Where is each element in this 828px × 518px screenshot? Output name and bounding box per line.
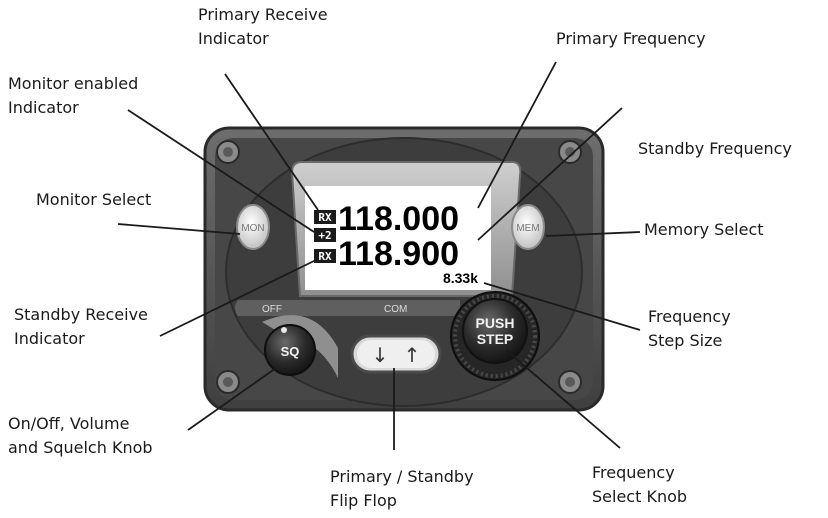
standby-receive-label: Standby Receive Indicator [14, 303, 148, 351]
flip-flop-button[interactable]: ↓ ↑ [350, 334, 442, 374]
mon-button[interactable]: MON [236, 204, 270, 250]
mem-button[interactable]: MEM [511, 204, 545, 250]
onoff-line2: and Squelch Knob [8, 438, 153, 457]
memory-select-line: Memory Select [644, 220, 764, 239]
leader-memory-select [545, 231, 641, 237]
leader-lines [117, 61, 641, 450]
monitor-text: +2 [318, 229, 331, 242]
leader-onoff-knob [187, 367, 277, 431]
freq-knob-line2: Select Knob [592, 487, 688, 506]
memory-select-label: Memory Select [644, 218, 764, 242]
leader-monitor-enabled [127, 109, 315, 233]
leader-step-size [483, 282, 641, 331]
flip-flop-line1: Primary / Standby [330, 467, 474, 486]
standby-frequency-line: Standby Frequency [638, 139, 792, 158]
primary-rx-badge [314, 210, 336, 224]
leader-primary-frequency [477, 61, 557, 209]
onoff-volume-squelch-label: On/Off, Volume and Squelch Knob [8, 412, 153, 460]
lower-panel-strip [235, 300, 460, 316]
leader-monitor-select [117, 223, 241, 235]
leader-primary-receive [224, 73, 319, 211]
corner-screw-icon [216, 140, 240, 164]
leader-standby-receive [159, 259, 317, 337]
sq-knob-label: SQ [281, 344, 300, 359]
sq-knob[interactable]: SQ [264, 324, 316, 376]
primary-receive-label: Primary Receive Indicator [198, 3, 328, 51]
freq-knob-line1: Frequency [592, 463, 675, 482]
step-size-label: Frequency Step Size [648, 305, 731, 353]
monitor-enabled-label: Monitor enabled Indicator [8, 72, 138, 120]
standby-receive-line1: Standby Receive [14, 305, 148, 324]
monitor-enabled-line1: Monitor enabled [8, 74, 139, 93]
frequency-select-knob-label: Frequency Select Knob [592, 461, 687, 509]
push-label: PUSH [476, 315, 515, 331]
com-label: COM [384, 304, 407, 315]
leader-standby-frequency [477, 107, 623, 241]
standby-frequency-readout: 118.900 [338, 235, 459, 273]
primary-receive-line2: Indicator [198, 29, 269, 48]
standby-rx-badge [314, 249, 336, 263]
step-size-line1: Frequency [648, 307, 731, 326]
primary-frequency-line: Primary Frequency [556, 29, 706, 48]
monitor-select-label: Monitor Select [36, 188, 151, 212]
onoff-line1: On/Off, Volume [8, 414, 130, 433]
monitor-select-line: Monitor Select [36, 190, 152, 209]
arrow-down-icon: ↓ [372, 343, 389, 367]
primary-frequency-label: Primary Frequency [556, 27, 706, 51]
standby-frequency-label: Standby Frequency [638, 137, 792, 161]
mem-button-label: MEM [516, 223, 539, 234]
corner-screw-icon [216, 370, 240, 394]
standby-receive-line2: Indicator [14, 329, 85, 348]
arrow-up-icon: ↑ [404, 343, 421, 367]
flip-flop-label: Primary / Standby Flip Flop [330, 465, 474, 513]
primary-frequency-readout: 118.000 [338, 200, 459, 238]
step-size-readout: 8.33k [443, 270, 478, 286]
corner-screw-icon [558, 140, 582, 164]
step-size-line2: Step Size [648, 331, 723, 350]
off-label: OFF [262, 304, 282, 315]
monitor-badge [314, 228, 336, 242]
corner-screw-icon [558, 370, 582, 394]
primary-rx-text: RX [318, 211, 332, 224]
step-label: STEP [477, 331, 514, 347]
push-step-knob[interactable]: PUSH STEP [450, 291, 540, 381]
standby-rx-text: RX [318, 250, 332, 263]
primary-receive-line1: Primary Receive [198, 5, 328, 24]
mon-button-label: MON [241, 223, 264, 234]
monitor-enabled-line2: Indicator [8, 98, 79, 117]
flip-flop-line2: Flip Flop [330, 491, 397, 510]
leader-freq-knob [505, 349, 621, 449]
